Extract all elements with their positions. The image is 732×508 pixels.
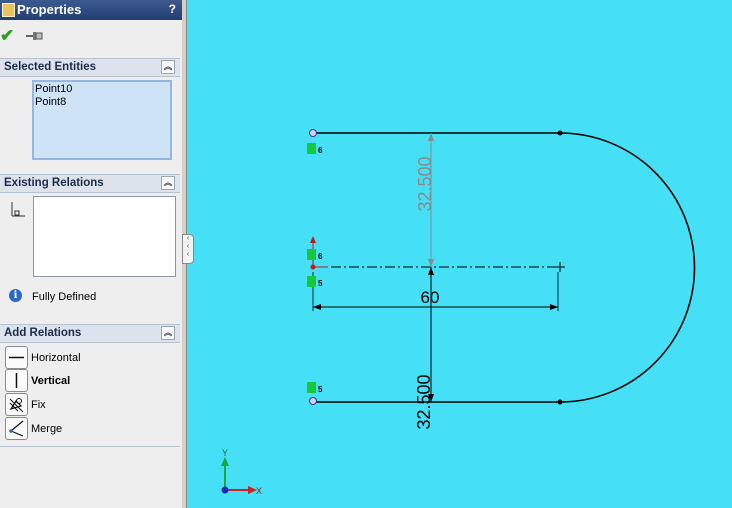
fix-relation-icon bbox=[9, 398, 24, 413]
relation-tag-icon bbox=[307, 276, 316, 287]
relation-tag-label: 6 bbox=[318, 146, 323, 155]
merge-relation-icon bbox=[9, 420, 24, 437]
vertical-relation-label[interactable]: Vertical bbox=[31, 375, 71, 387]
dimension-arrow-icon bbox=[428, 133, 434, 141]
sketch-point[interactable] bbox=[557, 399, 563, 405]
status-text: Fully Defined bbox=[32, 291, 97, 303]
merge-relation-label[interactable]: Merge bbox=[31, 423, 63, 435]
property-manager-panel: Properties ? ✔ Selected Entities ︽ Point… bbox=[0, 0, 183, 508]
ok-button[interactable]: ✔ bbox=[0, 26, 14, 46]
sketch-point-top-left[interactable] bbox=[309, 129, 317, 137]
list-item[interactable]: Point8 bbox=[35, 96, 67, 108]
selected-entities-title: Selected Entities bbox=[4, 61, 97, 73]
existing-relations-list[interactable] bbox=[33, 196, 176, 277]
fix-relation-button[interactable] bbox=[5, 393, 28, 416]
dimension-label-bottom[interactable]: 32.500 bbox=[414, 374, 434, 429]
sketch-point[interactable] bbox=[557, 130, 563, 136]
panel-title: Properties bbox=[17, 2, 82, 17]
existing-relations-title: Existing Relations bbox=[4, 177, 104, 189]
info-icon: i bbox=[9, 289, 22, 302]
relation-tag-label: 5 bbox=[318, 279, 323, 288]
sketch-arc[interactable] bbox=[559, 132, 696, 403]
dimension-arrow-icon bbox=[428, 259, 434, 267]
divider bbox=[0, 446, 180, 447]
selected-entities-header[interactable]: Selected Entities ︽ bbox=[0, 58, 180, 77]
relation-tag[interactable]: 6 bbox=[307, 143, 323, 155]
origin-arrow-icon bbox=[310, 236, 316, 243]
pushpin-icon bbox=[26, 32, 43, 40]
dimension-arrow-icon bbox=[313, 304, 321, 310]
triad-origin bbox=[221, 486, 229, 494]
fix-relation-label[interactable]: Fix bbox=[31, 399, 46, 411]
sketch-canvas[interactable]: 32.500 60 32.500 6 6 5 5 Y X bbox=[187, 0, 732, 508]
relation-tag[interactable]: 5 bbox=[307, 382, 323, 394]
chevron-up-icon: ︽ bbox=[164, 62, 172, 71]
chevron-up-icon: ︽ bbox=[164, 328, 172, 337]
dimension-arrow-icon bbox=[428, 267, 434, 275]
y-axis-label: Y bbox=[222, 448, 228, 458]
relation-tag-icon bbox=[307, 143, 316, 154]
dimension-arrow-icon bbox=[550, 304, 558, 310]
list-item[interactable]: Point10 bbox=[35, 83, 73, 95]
dimension-arrow-icon bbox=[428, 394, 434, 402]
relations-icon bbox=[9, 200, 27, 221]
existing-relations-header[interactable]: Existing Relations ︽ bbox=[0, 174, 180, 193]
checkmark-icon: ✔ bbox=[0, 26, 15, 45]
merge-relation-button[interactable] bbox=[5, 417, 28, 440]
add-relations-header[interactable]: Add Relations ︽ bbox=[0, 324, 180, 343]
add-relations-title: Add Relations bbox=[4, 327, 82, 339]
chevron-up-icon: ︽ bbox=[164, 178, 172, 187]
horizontal-relation-icon bbox=[9, 356, 24, 359]
selected-entities-list[interactable]: Point10 Point8 bbox=[32, 80, 172, 160]
collapse-existing-relations-button[interactable]: ︽ bbox=[161, 176, 175, 190]
help-button[interactable]: ? bbox=[168, 2, 176, 16]
vertical-relation-icon bbox=[15, 373, 18, 388]
properties-icon bbox=[2, 3, 15, 17]
axis-triad: Y X bbox=[221, 448, 262, 496]
chevron-left-icon: ‹‹‹ bbox=[186, 235, 190, 258]
relation-tag[interactable]: 6 bbox=[307, 249, 323, 261]
dimension-label-width[interactable]: 60 bbox=[421, 288, 440, 307]
relation-tag-label: 5 bbox=[318, 385, 323, 394]
collapse-selected-entities-button[interactable]: ︽ bbox=[161, 60, 175, 74]
pushpin-button[interactable] bbox=[25, 29, 45, 43]
dimension-label-top[interactable]: 32.500 bbox=[415, 156, 435, 211]
relation-tag-label: 6 bbox=[318, 252, 323, 261]
collapse-add-relations-button[interactable]: ︽ bbox=[161, 326, 175, 340]
relation-tag-icon bbox=[307, 249, 316, 260]
relation-tag[interactable]: 5 bbox=[307, 276, 323, 288]
vertical-relation-button[interactable] bbox=[5, 369, 28, 392]
horizontal-relation-label[interactable]: Horizontal bbox=[31, 352, 81, 364]
x-axis-label: X bbox=[256, 486, 262, 496]
horizontal-relation-button[interactable] bbox=[5, 346, 28, 369]
relation-tag-icon bbox=[307, 382, 316, 393]
x-axis-arrow-icon bbox=[248, 486, 257, 494]
collapse-panel-handle[interactable]: ‹‹‹ bbox=[182, 234, 194, 264]
panel-title-bar: Properties ? bbox=[0, 0, 182, 20]
y-axis-arrow-icon bbox=[221, 457, 229, 466]
sketch-point-bottom-left[interactable] bbox=[309, 397, 317, 405]
